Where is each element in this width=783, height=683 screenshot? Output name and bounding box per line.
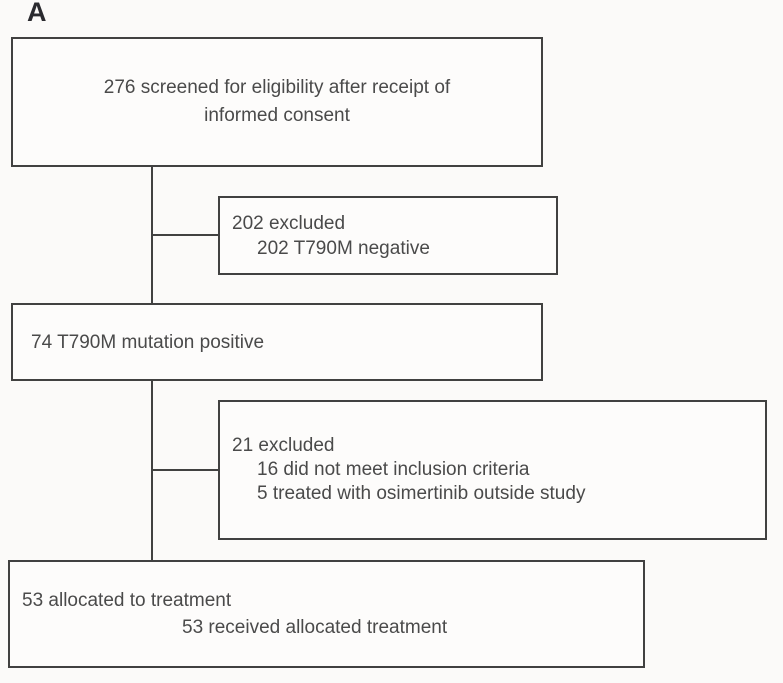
connector-branch-excluded-1 [152, 234, 218, 236]
connector-positive-to-allocated [151, 381, 153, 561]
excluded-2-count-text: 21 excluded [232, 435, 335, 456]
screened-count-text-cont: informed consent [204, 105, 350, 126]
flow-box-excluded-t790m-negative: 202 excluded 202 T790M negative [218, 196, 558, 275]
flow-box-excluded-before-allocation: 21 excluded 16 did not meet inclusion cr… [218, 400, 767, 540]
allocated-count-text: 53 allocated to treatment [22, 590, 232, 611]
excluded-2-reason2-text: 5 treated with osimertinib outside study [257, 483, 586, 504]
received-treatment-text: 53 received allocated treatment [182, 617, 448, 638]
positive-count-text: 74 T790M mutation positive [31, 331, 265, 353]
connector-branch-excluded-2 [152, 469, 218, 471]
flow-box-t790m-positive: 74 T790M mutation positive [11, 303, 543, 381]
panel-label-a: A [27, 0, 47, 27]
flow-box-screened: 276 screened for eligibility after recei… [11, 37, 543, 167]
excluded-2-reason1-text: 16 did not meet inclusion criteria [257, 459, 530, 480]
screened-count-text: 276 screened for eligibility after recei… [103, 77, 451, 98]
excluded-1-reason-text: 202 T790M negative [257, 237, 430, 259]
excluded-1-count-text: 202 excluded [232, 212, 346, 234]
flow-box-allocated: 53 allocated to treatment 53 received al… [8, 560, 645, 668]
